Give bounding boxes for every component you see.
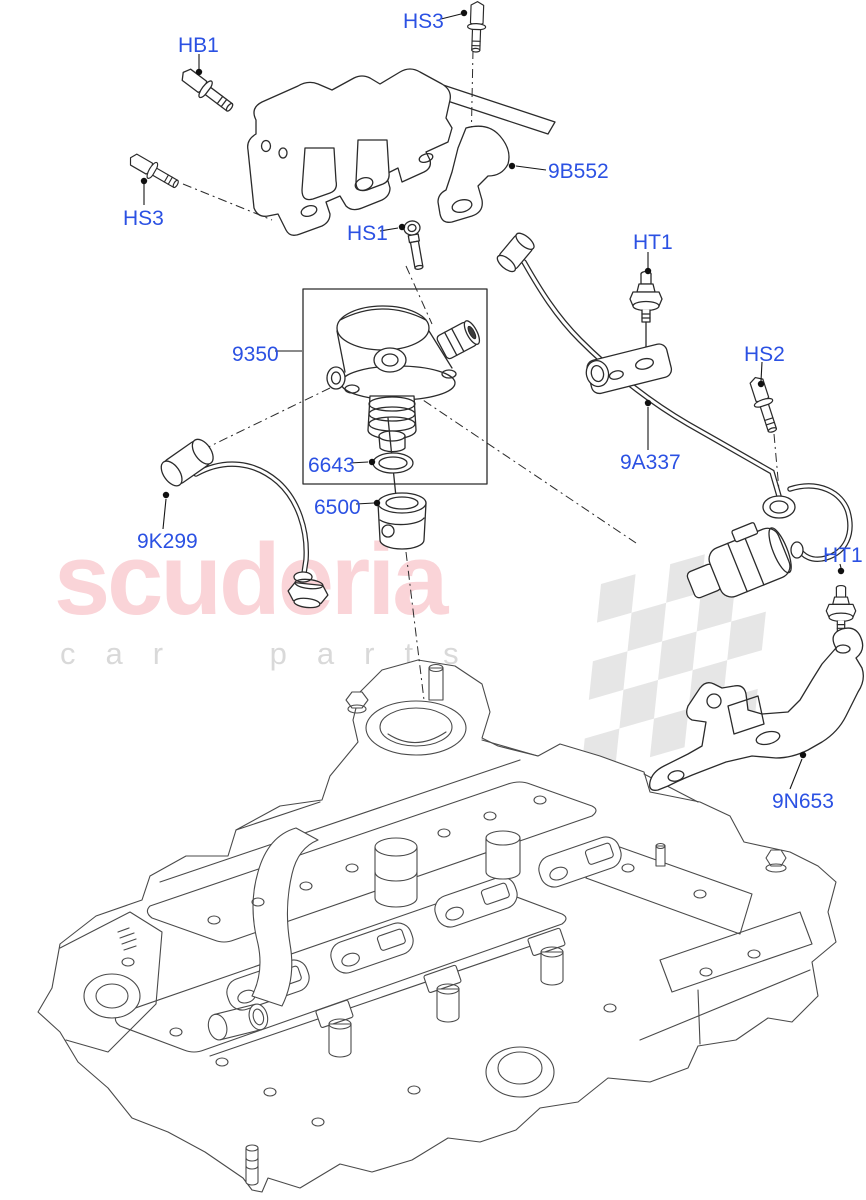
part-label-ht1-b[interactable]: HT1: [823, 544, 863, 567]
leader-lines: [140, 9, 845, 790]
left-flange: [59, 911, 163, 1053]
bolt-hb1: [181, 68, 234, 112]
bolt-hs3-left: [129, 153, 179, 189]
bolt-hs1: [403, 220, 424, 270]
engine-towers: [374, 830, 521, 908]
bolt-holes: [121, 795, 761, 1127]
arch-bracket: [251, 827, 319, 1007]
fuel-pump-9350-drawing: [326, 305, 481, 498]
engine-block-drawing: [37, 659, 837, 1193]
injector-clusters: [315, 927, 566, 1058]
side-port: [207, 1003, 269, 1041]
part-label-9n653[interactable]: 9N653: [772, 790, 834, 813]
mounting-bracket-drawing: [247, 68, 556, 236]
pump-mount-port: [345, 663, 467, 756]
coil-brackets: [226, 836, 622, 1011]
part-label-9a337[interactable]: 9A337: [620, 451, 681, 474]
bolt-hs3-right: [467, 1, 487, 53]
part-label-hs1[interactable]: HS1: [347, 222, 388, 245]
part-label-hs3-left[interactable]: HS3: [123, 207, 164, 230]
part-label-9350[interactable]: 9350: [232, 343, 279, 366]
part-label-hs3-right[interactable]: HS3: [403, 10, 444, 33]
purge-valve-drawing: [686, 483, 853, 599]
part-label-9b552[interactable]: 9B552: [548, 160, 609, 183]
bracket-9n653-drawing: [649, 627, 864, 791]
watermark-brand: scuderia: [54, 524, 448, 636]
dowel-pin: [245, 1144, 259, 1186]
part-label-6500[interactable]: 6500: [314, 496, 361, 519]
part-label-9k299[interactable]: 9K299: [137, 530, 198, 553]
watermark-tagline: car parts: [60, 636, 489, 671]
o-ring-6643-drawing: [372, 452, 414, 474]
fuel-pipe-9k299-drawing: [160, 438, 329, 609]
spacer-6500-drawing: [377, 492, 427, 550]
fuel-line-9a337-drawing: [496, 232, 782, 499]
deck-bolt: [655, 842, 787, 873]
bracket-9b552-drawing: [437, 125, 510, 223]
part-label-hs2[interactable]: HS2: [744, 343, 785, 366]
part-label-hb1[interactable]: HB1: [178, 34, 219, 57]
part-label-6643[interactable]: 6643: [308, 454, 355, 477]
part-label-ht1-a[interactable]: HT1: [633, 231, 673, 254]
